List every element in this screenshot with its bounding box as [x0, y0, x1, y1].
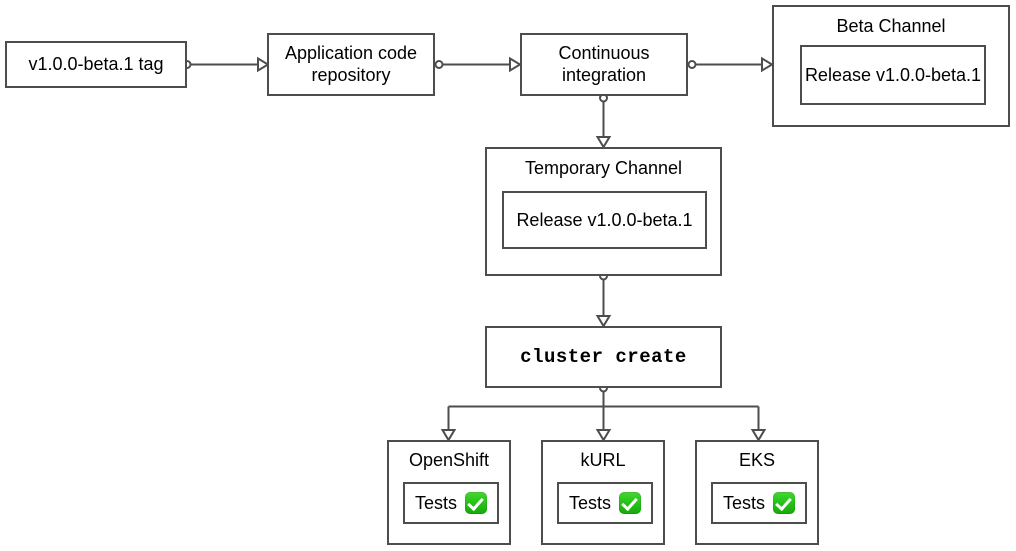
white-check-mark-icon [465, 492, 487, 514]
group-openshift-title: OpenShift [408, 450, 490, 470]
node-continuous-integration[interactable]: Continuous integration [520, 33, 688, 96]
edge-ci-to-temporary-channel [595, 93, 612, 149]
eks-tests-box[interactable]: Tests [711, 482, 807, 524]
white-check-mark-icon [619, 492, 641, 514]
group-kurl-title: kURL [580, 450, 626, 470]
group-openshift[interactable]: OpenShift Tests [387, 440, 511, 545]
temporary-channel-release-box[interactable]: Release v1.0.0-beta.1 [502, 191, 707, 249]
beta-channel-release-label: Release v1.0.0-beta.1 [804, 64, 982, 85]
edge-ci-to-beta-channel [687, 56, 774, 73]
edge-cluster-create-branches [440, 383, 767, 442]
edge-temporary-channel-to-cluster-create [595, 271, 612, 328]
node-application-code-repository-label: Application code repository [284, 42, 418, 85]
node-cluster-create[interactable]: cluster create [485, 326, 722, 388]
node-tag-label: v1.0.0-beta.1 tag [28, 53, 164, 74]
openshift-tests-box[interactable]: Tests [403, 482, 499, 524]
node-application-code-repository[interactable]: Application code repository [267, 33, 435, 96]
group-eks-title: EKS [738, 450, 776, 470]
temporary-channel-release-label: Release v1.0.0-beta.1 [516, 209, 693, 230]
edge-tag-to-repo [182, 56, 270, 73]
kurl-tests-label: Tests [568, 492, 611, 513]
white-check-mark-icon [773, 492, 795, 514]
group-beta-channel-title: Beta Channel [836, 16, 946, 36]
group-temporary-channel[interactable]: Temporary Channel Release v1.0.0-beta.1 [485, 147, 722, 276]
node-tag[interactable]: v1.0.0-beta.1 tag [5, 41, 187, 88]
group-kurl[interactable]: kURL Tests [541, 440, 665, 545]
eks-tests-label: Tests [722, 492, 765, 513]
node-continuous-integration-label: Continuous integration [558, 42, 650, 85]
group-eks[interactable]: EKS Tests [695, 440, 819, 545]
group-temporary-channel-title: Temporary Channel [524, 158, 683, 178]
node-cluster-create-label: cluster create [520, 345, 687, 368]
kurl-tests-box[interactable]: Tests [557, 482, 653, 524]
openshift-tests-label: Tests [414, 492, 457, 513]
beta-channel-release-box[interactable]: Release v1.0.0-beta.1 [800, 45, 986, 105]
group-beta-channel[interactable]: Beta Channel Release v1.0.0-beta.1 [772, 5, 1010, 127]
edge-repo-to-ci [434, 56, 522, 73]
